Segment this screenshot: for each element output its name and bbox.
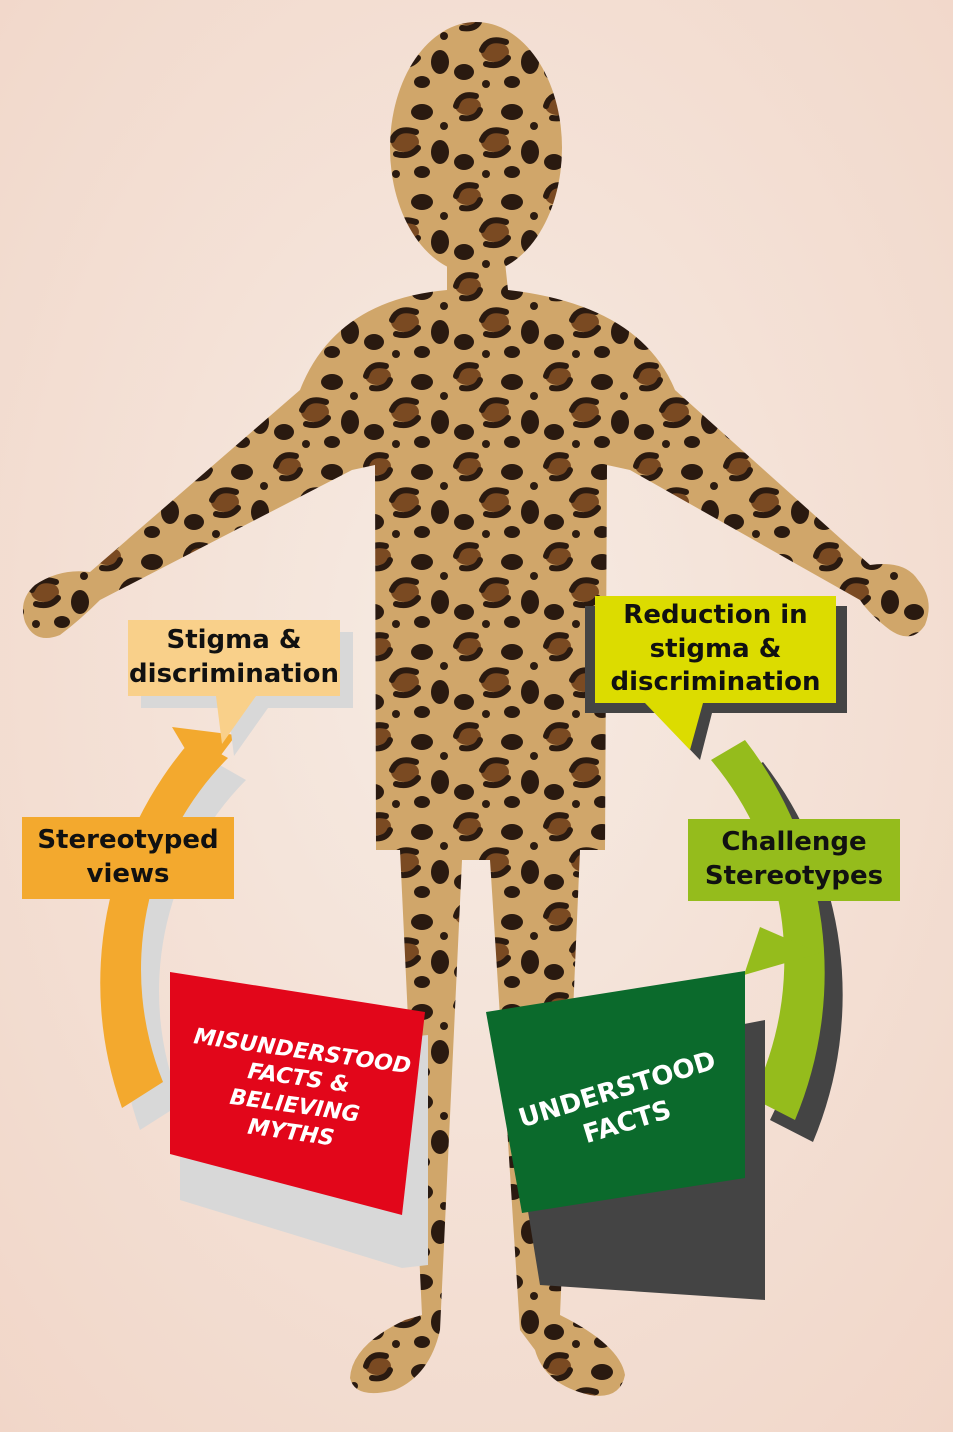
reduction-label-text: Reduction in stigma & discrimination [611, 599, 821, 700]
stigma-label-text: Stigma & discrimination [129, 624, 339, 692]
misunderstood-facts-text: MISUNDERSTOOD FACTS & BELIEVING MYTHS [192, 1024, 412, 1152]
figure-head [390, 22, 562, 274]
reduction-label: Reduction in stigma & discrimination [595, 596, 836, 703]
stigma-label: Stigma & discrimination [128, 620, 340, 696]
stereotyped-views-label: Stereotyped views [22, 817, 234, 899]
challenge-stereotypes-label: Challenge Stereotypes [688, 819, 900, 901]
challenge-stereotypes-text: Challenge Stereotypes [705, 826, 883, 894]
stereotyped-views-text: Stereotyped views [37, 824, 218, 892]
